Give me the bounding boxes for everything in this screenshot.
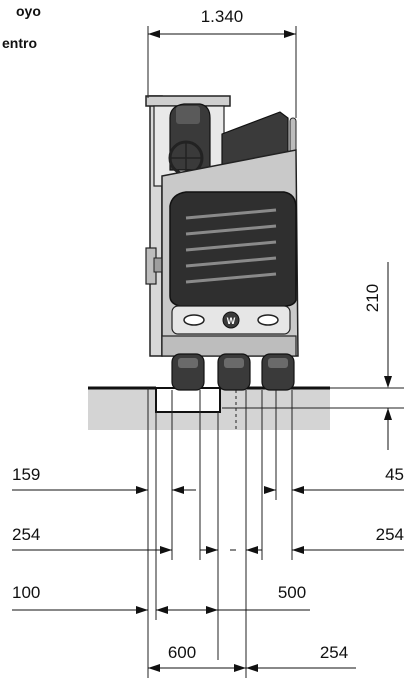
ground-section	[88, 386, 330, 430]
dim-254-left-label: 254	[12, 525, 40, 544]
dimension-row-159-45: 159 45	[12, 465, 404, 494]
height-label: 210	[363, 284, 382, 312]
dim-159-label: 159	[12, 465, 40, 484]
dim-254-bottom-label: 254	[320, 643, 348, 662]
dim-254-right-label: 254	[376, 525, 404, 544]
caption-line-2: entro	[2, 35, 37, 51]
machine-body: W	[145, 95, 299, 391]
extension-lines	[147, 26, 297, 678]
dimension-row-100-500: 100 500	[12, 583, 310, 614]
dim-500-label: 500	[278, 583, 306, 602]
height-dimension: 210	[363, 262, 392, 450]
caption-line-1: oyo	[16, 3, 41, 19]
dimension-row-600-254: 600 254	[148, 643, 356, 672]
dim-45-label: 45	[385, 465, 404, 484]
dimension-row-254-254: 254 254	[12, 525, 404, 554]
dim-600-label: 600	[168, 643, 196, 662]
overall-width-label: 1.340	[201, 7, 244, 26]
svg-text:W: W	[227, 316, 236, 326]
overall-width-dimension: 1.340	[148, 7, 296, 38]
dim-100-label: 100	[12, 583, 40, 602]
